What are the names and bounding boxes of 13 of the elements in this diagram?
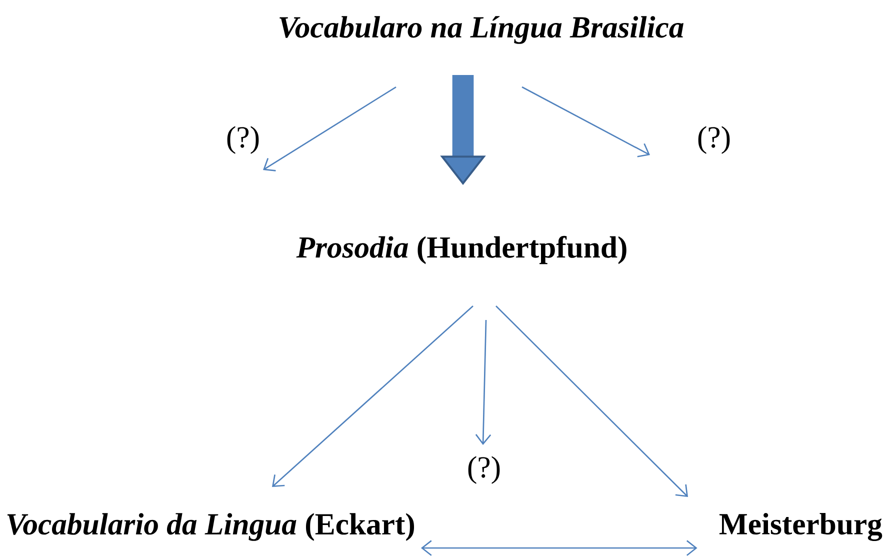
text-label: Vocabulario da Lingua (Eckart)	[7, 513, 414, 541]
text-label: (?)	[468, 456, 500, 484]
text-label: Prosodia (Hundertpfund)	[296, 236, 626, 264]
arrow	[522, 86, 650, 158]
text-label: Meisterburg	[719, 512, 882, 542]
text-label: Vocabularo na Língua Brasilica	[280, 16, 684, 44]
arrow	[272, 306, 474, 487]
arrow	[420, 540, 698, 556]
arrow	[263, 86, 396, 172]
text-label: (?)	[698, 126, 730, 154]
arrow	[496, 306, 688, 497]
text-label: (?)	[227, 126, 259, 154]
arrow	[475, 320, 492, 446]
